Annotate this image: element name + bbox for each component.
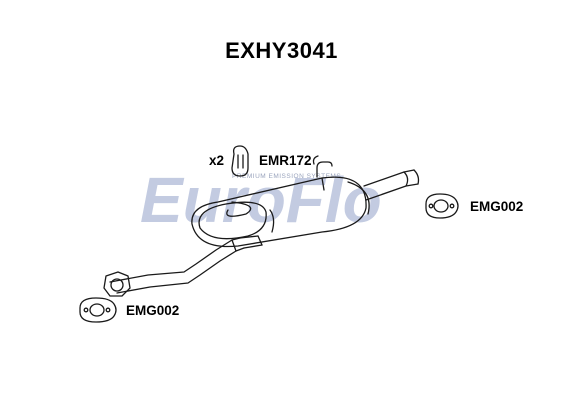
- gasket-rear-label: EMG002: [470, 199, 524, 214]
- rubber-hanger-icon: [231, 145, 249, 177]
- rubber-qty-label: x2: [209, 153, 225, 168]
- euroflo-watermark: EuroFlo PREMIUM EMISSION SYSTEMS: [140, 164, 382, 236]
- gasket-front-label: EMG002: [126, 303, 180, 318]
- rubber-part-label: EMR172: [259, 153, 312, 168]
- watermark-brand: EuroFlo: [140, 164, 382, 236]
- part-title: EXHY3041: [225, 38, 338, 63]
- front-flange: [103, 271, 131, 297]
- gasket-front-icon: [79, 297, 117, 323]
- silencer-body: [191, 176, 370, 248]
- tail-pipe: [363, 169, 420, 201]
- hanger-bracket: [312, 155, 333, 178]
- watermark-tagline: PREMIUM EMISSION SYSTEMS: [232, 173, 341, 180]
- front-pipe: [109, 235, 263, 294]
- gasket-rear-icon: [425, 193, 459, 219]
